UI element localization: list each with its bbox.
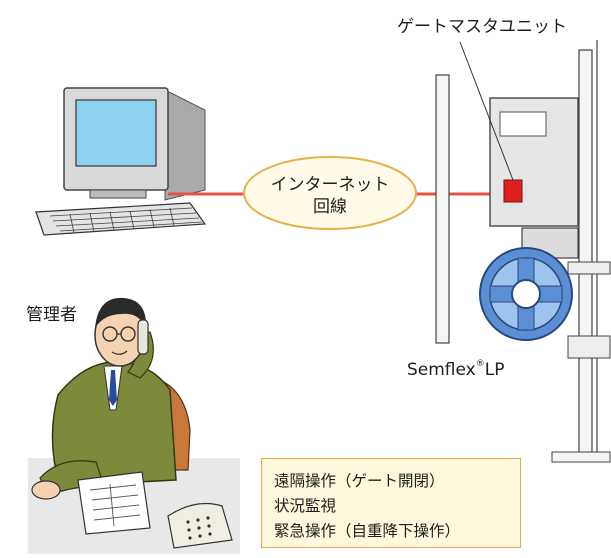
manager-illustration [28,297,240,554]
operation-item: 状況監視 [274,497,337,515]
handwheel-icon [479,247,573,341]
gate-structure [435,40,611,463]
unit-indicator [503,179,523,203]
internet-cloud-label: インターネット 回線 [240,174,420,218]
internet-line-1: インターネット [270,175,390,195]
product-name: Semflex [407,360,476,380]
operations-box: 遠隔操作（ゲート開閉） 状況監視 緊急操作（自重降下操作） [261,458,521,548]
product-label: Semflex®LP [407,359,504,380]
manager-label: 管理者 [26,305,77,325]
product-suffix: LP [484,360,505,380]
operation-item: 緊急操作（自重降下操作） [274,522,461,540]
internet-line-2: 回線 [313,197,347,217]
gate-master-unit-label: ゲートマスタユニット [397,17,567,37]
operation-item: 遠隔操作（ゲート開閉） [274,472,445,490]
registered-mark: ® [475,359,485,369]
computer-icon [35,87,207,236]
internet-cloud [243,156,417,230]
gate-label-pointer [459,41,514,181]
